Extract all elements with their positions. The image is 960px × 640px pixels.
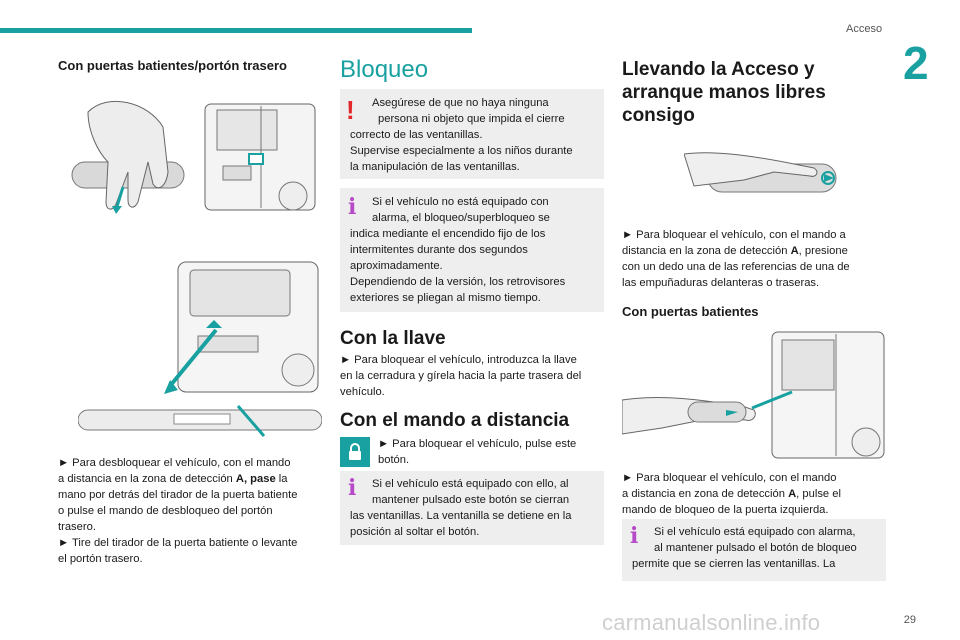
heading-swing-doors: Con puertas batientes: [622, 304, 759, 319]
warning-icon: !: [346, 95, 355, 125]
page-number: 29: [903, 614, 916, 626]
header-accent-bar: [0, 28, 472, 33]
unlock-line-6: ► Tire del tirador de la puerta batiente…: [58, 537, 298, 549]
rear-door-illustration: [204, 103, 316, 211]
unlock-line-5: trasero.: [58, 521, 96, 533]
warning-box: ! Asegúrese de que no haya ninguna perso…: [340, 89, 604, 179]
handsfree-handle-illustration: [684, 152, 837, 193]
watermark: carmanualsonline.info: [602, 610, 821, 635]
title-handsfree-3: consigo: [622, 105, 695, 126]
title-handsfree-2: arranque manos libres: [622, 82, 826, 103]
heading-remote: Con el mando a distancia: [340, 410, 570, 431]
chapter-number: 2: [903, 37, 929, 89]
title-bloqueo: Bloqueo: [340, 56, 429, 83]
title-handsfree-1: Llevando la Acceso y: [622, 59, 815, 80]
unlock-line-1: ► Para desbloquear el vehículo, con el m…: [58, 457, 291, 469]
unlock-line-3: mano por detrás del tirador de la puerta…: [58, 489, 298, 501]
unlock-line-7: el portón trasero.: [58, 553, 143, 565]
section-label: Acceso: [846, 23, 883, 35]
unlock-line-4: o pulse el mando de desbloqueo del portó…: [58, 505, 273, 517]
heading-key: Con la llave: [340, 328, 446, 349]
info-icon: i: [348, 194, 357, 220]
swing-door-illustration: [622, 331, 885, 459]
info-box-alarm: i Si el vehículo no está equipado con al…: [340, 188, 604, 312]
info-box-windows: i Si el vehículo está equipado con ello,…: [340, 471, 604, 545]
lock-icon: [340, 437, 370, 467]
info-icon: i: [630, 523, 639, 549]
info-icon: i: [348, 475, 357, 501]
heading-doors: Con puertas batientes/portón trasero: [58, 58, 287, 73]
handle-hand-illustration: [71, 100, 185, 214]
tailgate-illustration: [78, 261, 322, 437]
info-box-alarm-windows: i Si el vehículo está equipado con alarm…: [622, 519, 886, 581]
unlock-line-2: a distancia en la zona de detección A, p…: [58, 473, 288, 485]
